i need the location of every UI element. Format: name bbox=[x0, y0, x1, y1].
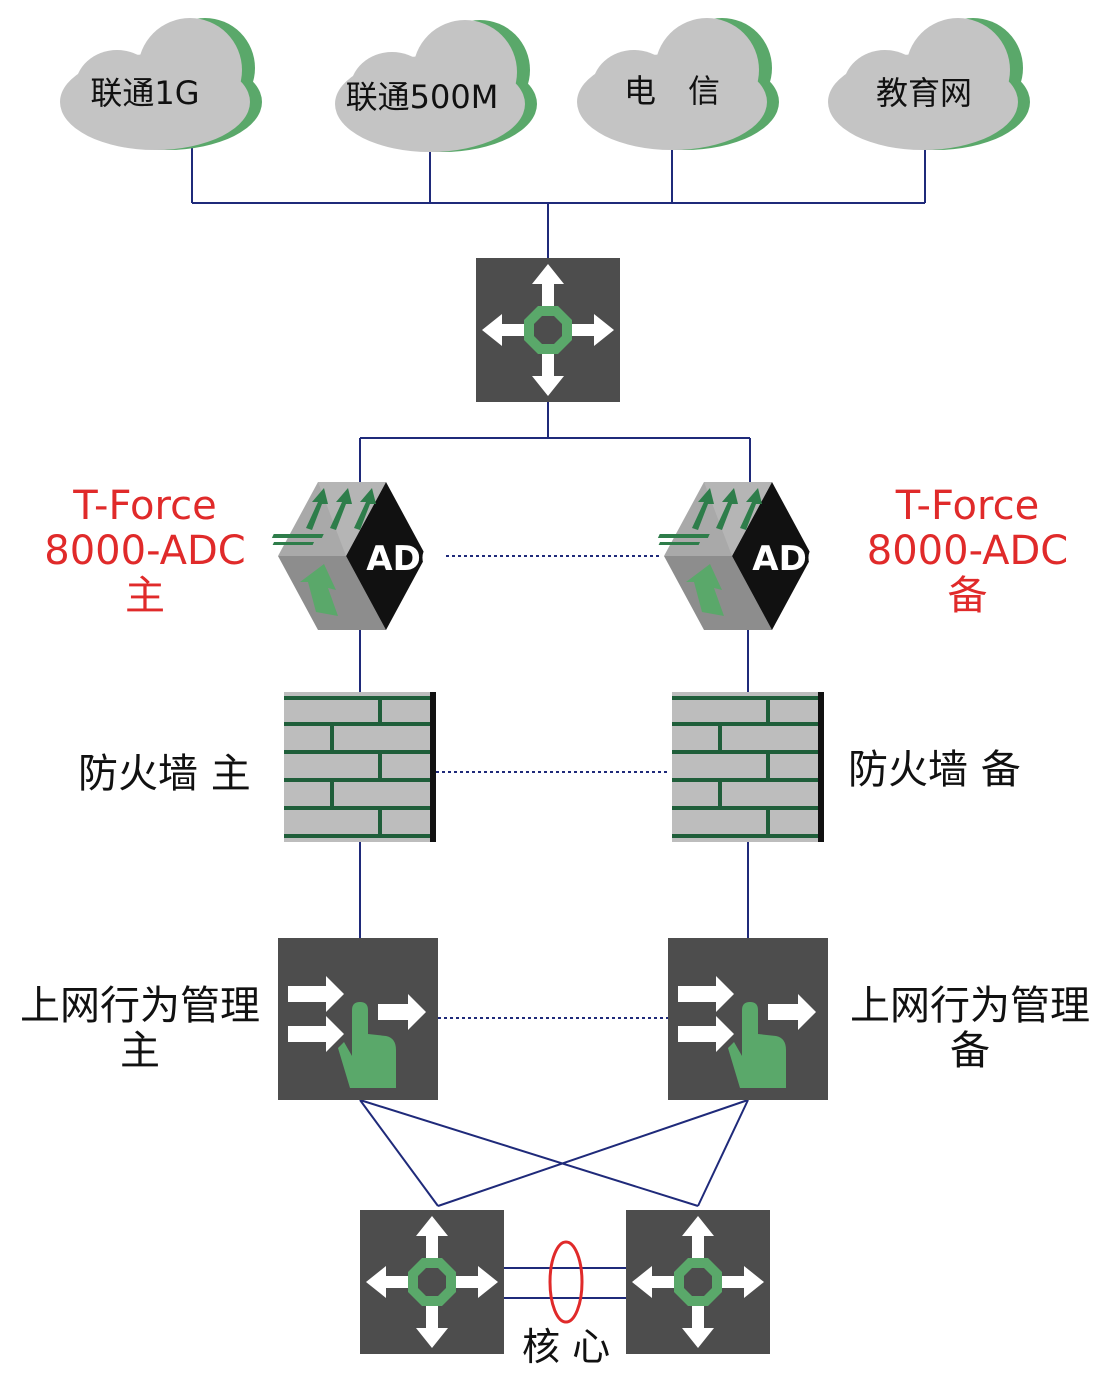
firewall-main-icon bbox=[284, 692, 436, 842]
cloud-label-4: 教育网 bbox=[876, 74, 972, 112]
adc-main-label-line2: 8000-ADC bbox=[44, 527, 246, 574]
adc-backup-badge: ADC bbox=[752, 539, 832, 579]
adc-main-label-line1: T-Force bbox=[73, 483, 217, 529]
cloud-label-1: 联通1G bbox=[90, 74, 199, 112]
firewall-backup-icon bbox=[672, 692, 824, 842]
adc-backup-label-line2: 8000-ADC bbox=[866, 527, 1069, 574]
behavior-backup-label-line1: 上网行为管理 bbox=[850, 983, 1090, 1029]
top-switch-icon bbox=[476, 258, 620, 402]
cloud-label-2: 联通500M bbox=[346, 78, 499, 116]
firewall-backup-label: 防火墙 备 bbox=[848, 747, 1021, 793]
adc-backup-label-line1: T-Force bbox=[895, 483, 1040, 529]
behavior-main-label-line2: 主 bbox=[120, 1027, 160, 1074]
core-label: 核 心 bbox=[522, 1325, 611, 1369]
behavior-main-label-line1: 上网行为管理 bbox=[20, 983, 260, 1029]
firewall-main-label: 防火墙 主 bbox=[78, 751, 251, 797]
lag-ring-icon bbox=[548, 1240, 584, 1324]
behavior-main-icon bbox=[278, 938, 438, 1100]
adc-main-badge: ADC bbox=[366, 539, 446, 579]
core-switch-right-icon bbox=[626, 1210, 770, 1354]
cloud-label-3: 电 信 bbox=[624, 72, 720, 110]
adc-backup-label: T-Force 8000-ADC 备 bbox=[855, 484, 1080, 618]
adc-main-label: T-Force 8000-ADC 主 bbox=[30, 484, 260, 618]
behavior-backup-label: 上网行为管理 备 bbox=[842, 984, 1098, 1074]
behavior-main-label: 上网行为管理 主 bbox=[12, 984, 268, 1074]
behavior-backup-label-line2: 备 bbox=[950, 1027, 990, 1074]
adc-main-label-line3: 主 bbox=[125, 572, 165, 619]
adc-backup-label-line3: 备 bbox=[947, 572, 988, 619]
behavior-backup-icon bbox=[668, 938, 828, 1100]
core-switch-left-icon bbox=[360, 1210, 504, 1354]
